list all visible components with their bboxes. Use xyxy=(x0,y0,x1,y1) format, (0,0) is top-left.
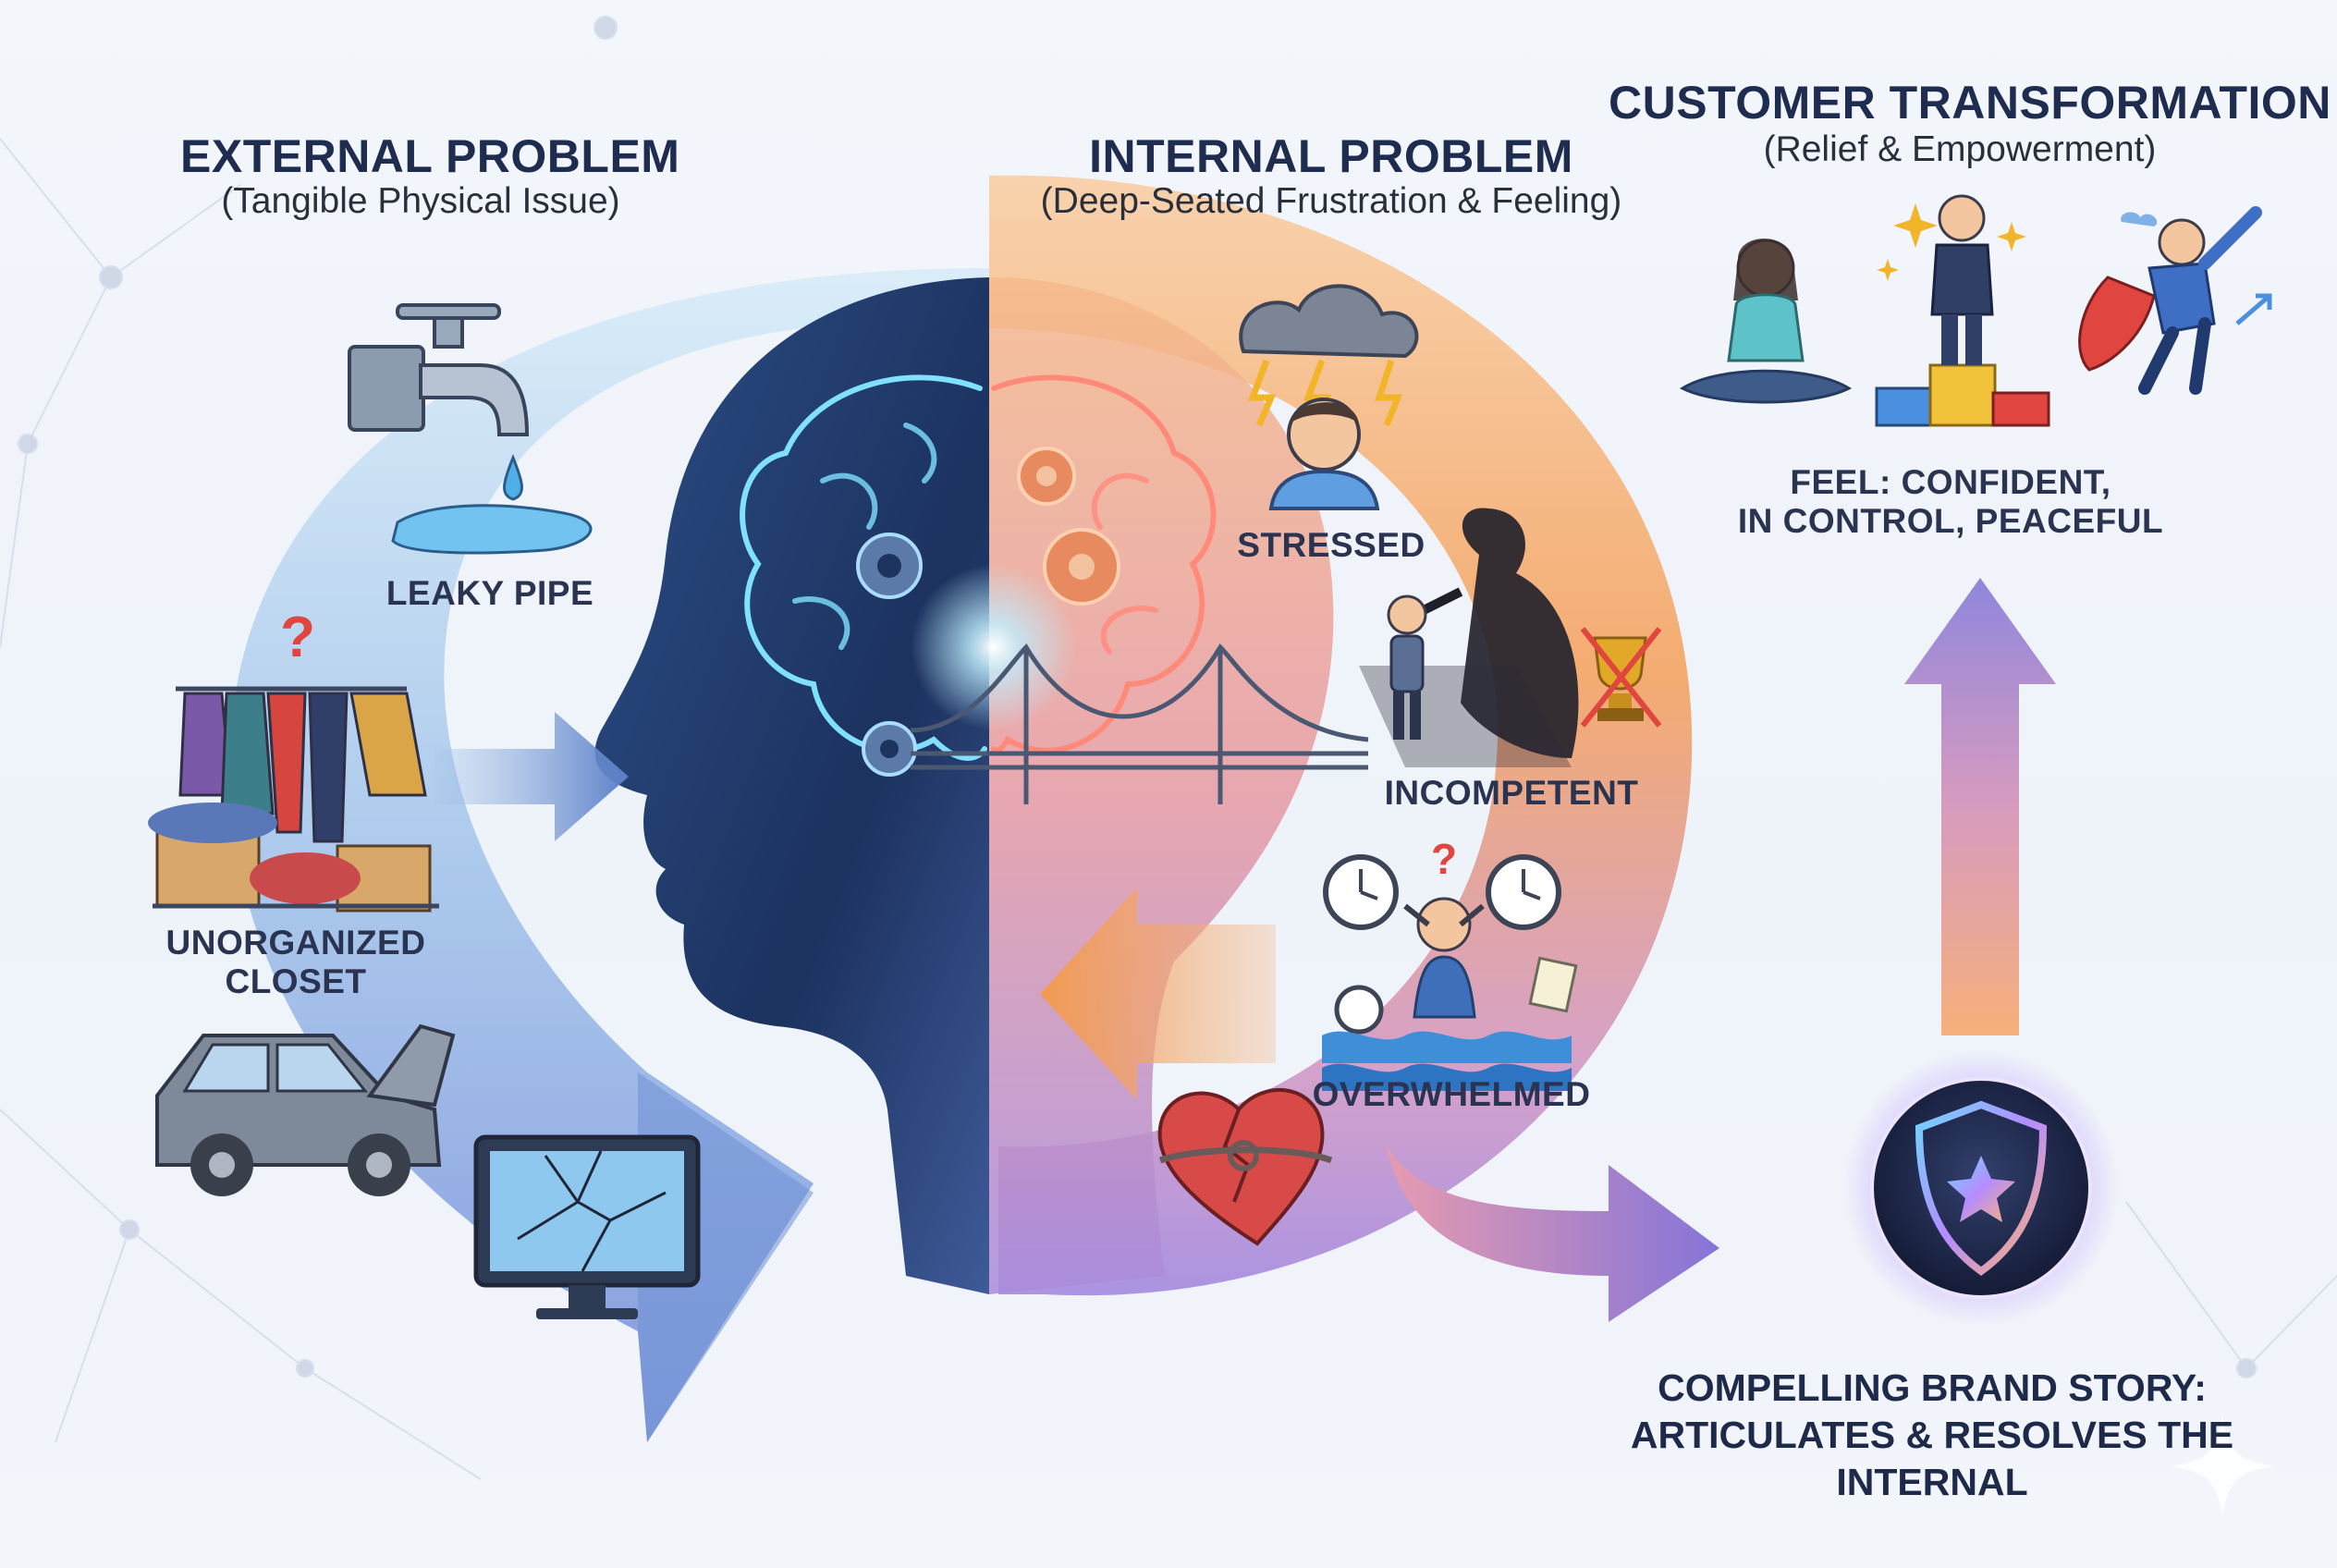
crossed-trophy-icon xyxy=(1580,627,1662,728)
superhero-icon xyxy=(2078,206,2272,395)
arrow-to-brand-story xyxy=(1387,1146,1719,1322)
transformation-subtitle: (Relief & Empowerment) xyxy=(1763,129,2157,169)
sparkle-icon xyxy=(1877,203,2026,281)
messy-closet-icon xyxy=(148,686,439,913)
stressed-person-icon xyxy=(1268,398,1380,510)
cracked-monitor-icon xyxy=(473,1134,701,1319)
brand-story-line-3: INTERNAL xyxy=(1836,1461,2028,1503)
center-glow xyxy=(911,564,1077,730)
label-overwhelmed: OVERWHELMED xyxy=(1312,1075,1591,1113)
gear-icon xyxy=(856,447,1120,777)
external-title: EXTERNAL PROBLEM xyxy=(180,130,680,182)
label-unorganized: UNORGANIZED xyxy=(165,924,426,962)
feel-line-2: IN CONTROL, PEACEFUL xyxy=(1737,502,2164,540)
clock-icon xyxy=(1323,854,1561,1035)
feel-line-1: FEEL: CONFIDENT, xyxy=(1790,463,2111,501)
knotted-heart-icon xyxy=(1157,1088,1333,1246)
arrow-into-head-upper xyxy=(434,712,629,841)
label-closet: CLOSET xyxy=(225,962,367,1000)
sad-person-icon xyxy=(1387,594,1427,740)
svg-text:?: ? xyxy=(280,606,315,669)
podium-person-icon xyxy=(1875,194,2050,427)
label-incompetent: INCOMPETENT xyxy=(1384,774,1639,812)
arrow-into-head-lower xyxy=(638,962,814,1442)
brand-story-line-1: COMPELLING BRAND STORY: xyxy=(1658,1366,2207,1409)
bridge-icon xyxy=(910,643,1369,804)
label-leaky-pipe: LEAKY PIPE xyxy=(385,574,594,612)
internal-subtitle: (Deep-Seated Frustration & Feeling) xyxy=(1040,181,1622,221)
arrow-up-to-transformation xyxy=(1904,578,2056,1035)
faucet-icon xyxy=(348,303,530,436)
corner-sparkle-icon xyxy=(2171,1415,2274,1518)
storm-cloud-icon xyxy=(1239,284,1419,427)
svg-text:?: ? xyxy=(1431,835,1457,883)
brand-story-line-2: ARTICULATES & RESOLVES THE xyxy=(1630,1414,2234,1456)
meditating-person-icon xyxy=(1679,239,1853,404)
arrow-internal-back xyxy=(1040,888,1276,1100)
drowning-person-icon: ? xyxy=(1322,835,1578,1091)
water-puddle-icon xyxy=(391,453,593,555)
external-subtitle: (Tangible Physical Issue) xyxy=(221,181,620,221)
internal-title: INTERNAL PROBLEM xyxy=(1089,130,1573,182)
transformation-title: CUSTOMER TRANSFORMATION xyxy=(1609,77,2331,129)
internal-arc xyxy=(989,175,1693,1296)
shield-star-icon xyxy=(1842,1049,2120,1327)
background-network xyxy=(0,16,2337,1480)
question-mark-icon: ? xyxy=(280,606,315,669)
broken-car-icon xyxy=(155,1023,456,1196)
label-stressed: STRESSED xyxy=(1237,526,1425,564)
